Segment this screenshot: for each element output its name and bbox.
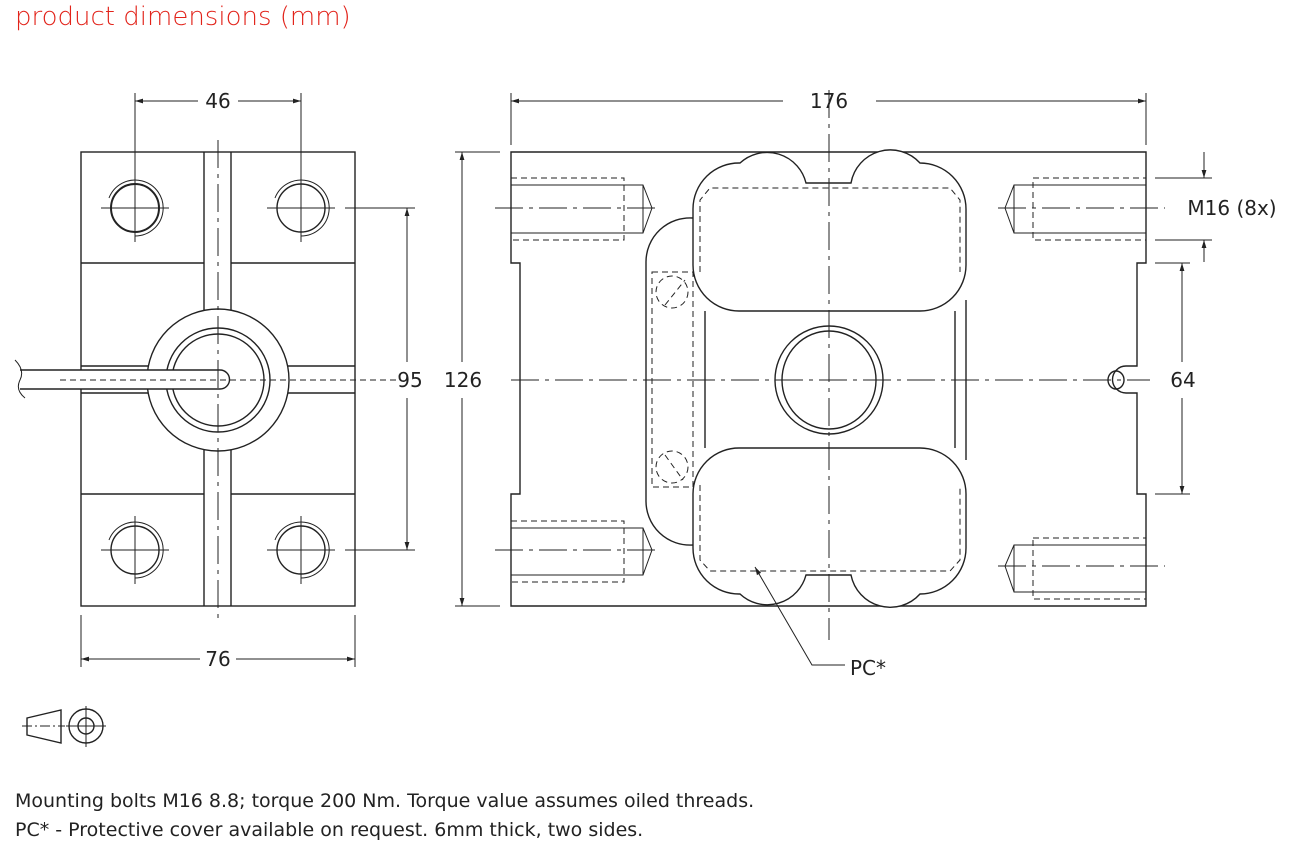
top-view (14, 93, 500, 667)
side-view (495, 90, 1212, 666)
dim-176: 176 (810, 89, 848, 113)
dim-64: 64 (1170, 368, 1195, 392)
page-title: product dimensions (mm) (15, 2, 351, 32)
dim-126: 126 (444, 368, 482, 392)
dim-95: 95 (397, 368, 422, 392)
label-pc: PC* (850, 656, 886, 680)
dim-m16: M16 (8x) (1187, 196, 1276, 220)
note-protective-cover: PC* - Protective cover available on requ… (15, 819, 644, 841)
dim-46: 46 (205, 89, 230, 113)
bolt-holes (101, 174, 335, 584)
note-mounting: Mounting bolts M16 8.8; torque 200 Nm. T… (15, 790, 755, 812)
threaded-holes (495, 177, 1165, 600)
third-angle-projection-icon (22, 706, 106, 747)
dim-76: 76 (205, 647, 230, 671)
